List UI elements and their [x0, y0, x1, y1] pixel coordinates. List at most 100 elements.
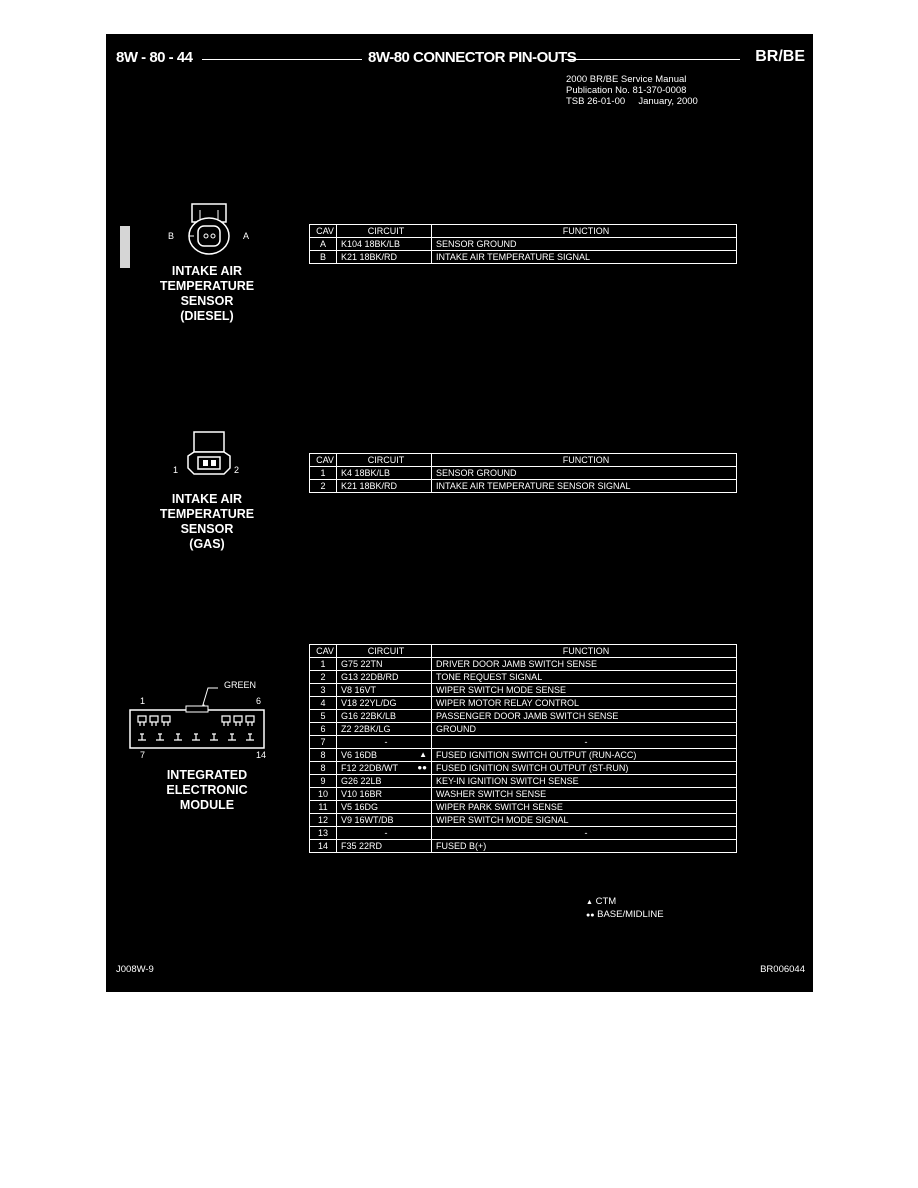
circuit-cell: V18 22YL/DG: [336, 696, 432, 710]
pin-label: 7: [140, 750, 146, 760]
connector-name: INTEGRATED ELECTRONIC MODULE: [166, 768, 248, 812]
cav-cell: A: [309, 237, 337, 251]
circuit-cell: V5 16DG: [336, 800, 432, 814]
table-row: 5 G16 22BK/LB PASSENGER DOOR JAMB SWITCH S…: [309, 709, 737, 723]
circuit-cell: K4 18BK/LB: [336, 466, 432, 480]
circuit-cell: G13 22DB/RD: [336, 670, 432, 684]
circuit-cell: -: [336, 826, 432, 840]
circuit-text: V10 16BR: [341, 788, 383, 799]
circuit-cell: K21 18BK/RD: [336, 250, 432, 264]
function-cell: -: [431, 826, 737, 840]
table-header-row: CAV CIRCUIT FUNCTION: [309, 224, 737, 238]
cav-cell: 2: [309, 479, 337, 493]
publication-line: 2000 BR/BE Service Manual: [566, 74, 687, 85]
table-header-row: CAV CIRCUIT FUNCTION: [309, 453, 737, 467]
cav-cell: 8: [309, 748, 337, 762]
circuit-cell: F12 22DB/WT●●: [336, 761, 432, 775]
pin-label: B: [168, 231, 175, 241]
circuit-cell: -: [336, 735, 432, 749]
cav-cell: 5: [309, 709, 337, 723]
circuit-text: V6 16DB: [341, 749, 378, 760]
table-header-row: CAV CIRCUIT FUNCTION: [309, 644, 737, 658]
cav-cell: 1: [309, 466, 337, 480]
circuit-text: Z2 22BK/LG: [341, 723, 391, 734]
connector-color-label: GREEN: [224, 680, 257, 690]
column-header: CIRCUIT: [336, 453, 432, 467]
cav-cell: 6: [309, 722, 337, 736]
circuit-cell: F35 22RD: [336, 839, 432, 853]
circuit-cell: K21 18BK/RD: [336, 479, 432, 493]
section-number: 8W - 80 - 44: [116, 49, 193, 66]
cav-cell: 10: [309, 787, 337, 801]
header-rule-left: [202, 59, 362, 60]
circuit-text: G16 22BK/LB: [341, 710, 397, 721]
publication-info: 2000 BR/BE Service Manual Publication No…: [566, 74, 698, 107]
header-rule-right: [565, 59, 740, 60]
function-cell: INTAKE AIR TEMPERATURE SENSOR SIGNAL: [431, 479, 737, 493]
pin-label: 1: [173, 465, 179, 475]
pin-label: 6: [256, 696, 262, 706]
function-cell: FUSED IGNITION SWITCH OUTPUT (ST-RUN): [431, 761, 737, 775]
function-cell: TONE REQUEST SIGNAL: [431, 670, 737, 684]
section-tab: [120, 226, 130, 268]
circuit-cell: V10 16BR: [336, 787, 432, 801]
circuit-text: K21 18BK/RD: [341, 251, 398, 262]
pin-label: A: [243, 231, 250, 241]
table-row: 7--: [309, 735, 737, 749]
function-cell: GROUND: [431, 722, 737, 736]
figure-id: BR006044: [760, 964, 805, 975]
circuit-text: V8 16VT: [341, 684, 377, 695]
circuit-text: -: [384, 736, 388, 747]
cav-cell: 3: [309, 683, 337, 697]
cav-cell: 8: [309, 761, 337, 775]
legend: ▲ CTM ●● BASE/MIDLINE: [586, 896, 664, 922]
circuit-cell: Z2 22BK/LG: [336, 722, 432, 736]
column-header: CIRCUIT: [336, 224, 432, 238]
function-cell: WIPER SWITCH MODE SENSE: [431, 683, 737, 697]
connector-name: INTAKE AIR TEMPERATURE SENSOR (DIESEL): [159, 264, 255, 323]
function-cell: DRIVER DOOR JAMB SWITCH SENSE: [431, 657, 737, 671]
function-cell: WIPER MOTOR RELAY CONTROL: [431, 696, 737, 710]
legend-item: ●● BASE/MIDLINE: [586, 909, 664, 920]
cav-cell: 7: [309, 735, 337, 749]
circuit-cell: G16 22BK/LB: [336, 709, 432, 723]
cav-cell: 11: [309, 800, 337, 814]
function-cell: KEY-IN IGNITION SWITCH SENSE: [431, 774, 737, 788]
circuit-cell: V8 16VT: [336, 683, 432, 697]
column-header: FUNCTION: [431, 644, 737, 658]
function-cell: PASSENGER DOOR JAMB SWITCH SENSE: [431, 709, 737, 723]
circuit-cell: G26 22LB: [336, 774, 432, 788]
legend-item: ▲ CTM: [586, 896, 617, 907]
publication-line: Publication No. 81-370-0008: [566, 85, 687, 96]
circuit-text: G75 22TN: [341, 658, 383, 669]
cav-cell: 13: [309, 826, 337, 840]
option-marker: ▲: [419, 750, 427, 759]
circuit-text: V18 22YL/DG: [341, 697, 397, 708]
function-cell: SENSOR GROUND: [431, 466, 737, 480]
circuit-text: -: [384, 827, 388, 838]
table-row: 3 V8 16VT WIPER SWITCH MODE SENSE: [309, 683, 737, 697]
table-row: 6 Z2 22BK/LG GROUND: [309, 722, 737, 736]
circuit-text: F35 22RD: [341, 840, 383, 851]
pin-label: 14: [256, 750, 267, 760]
circuit-text: V9 16WT/DB: [341, 814, 394, 825]
connector-name: INTAKE AIR TEMPERATURE SENSOR (GAS): [159, 492, 255, 551]
circuit-cell: K104 18BK/LB: [336, 237, 432, 251]
model-code: BR/BE: [755, 48, 805, 65]
column-header: FUNCTION: [431, 453, 737, 467]
circuit-text: K104 18BK/LB: [341, 238, 401, 249]
function-cell: INTAKE AIR TEMPERATURE SIGNAL: [431, 250, 737, 264]
page-title: 8W-80 CONNECTOR PIN-OUTS: [368, 49, 577, 66]
